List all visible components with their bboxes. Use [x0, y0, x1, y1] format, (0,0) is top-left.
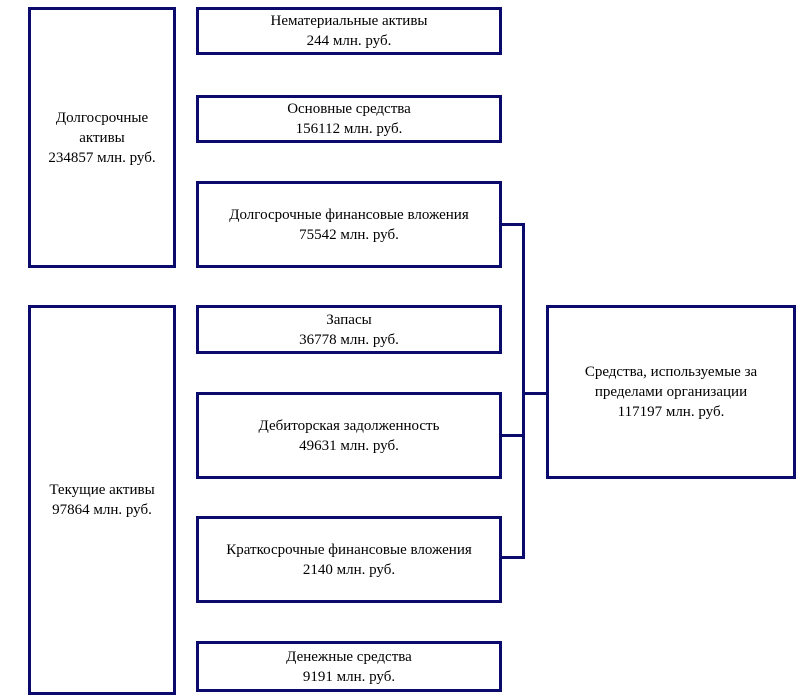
external-funds-box: Средства, используемые за пределами орга… [546, 305, 796, 479]
intangible-assets-value: 244 млн. руб. [306, 33, 392, 49]
inventory-value: 36778 млн. руб. [299, 331, 399, 348]
intangible-assets-box: Нематериальные активы 244 млн. руб. [196, 7, 502, 55]
receivables-box: Дебиторская задолженность 49631 млн. руб… [196, 392, 502, 479]
connector-vertical [522, 223, 525, 559]
current-assets-title: Текущие активы [49, 482, 155, 498]
inventory-box: Запасы 36778 млн. руб. [196, 305, 502, 354]
external-funds-title-line1: Средства, используемые за [584, 364, 758, 380]
inventory-title: Запасы [326, 311, 372, 328]
long-term-assets-box: Долгосрочные активы 234857 млн. руб. [28, 7, 176, 268]
current-assets-box: Текущие активы 97864 млн. руб. [28, 305, 176, 695]
connector-receivables [500, 434, 525, 437]
external-funds-value: 117197 млн. руб. [617, 404, 725, 420]
long-term-assets-title-line2: активы [79, 129, 125, 146]
receivables-value: 49631 млн. руб. [299, 437, 399, 454]
long-term-assets-value: 234857 млн. руб. [48, 149, 156, 166]
current-assets-value: 97864 млн. руб. [52, 502, 152, 518]
receivables-title: Дебиторская задолженность [258, 417, 440, 434]
connector-to-external [522, 392, 548, 395]
short-term-investments-title: Краткосрочные финансовые вложения [226, 541, 472, 558]
connector-st-investments [500, 556, 525, 559]
intangible-assets-title: Нематериальные активы [270, 13, 428, 29]
cash-value: 9191 млн. руб. [302, 668, 396, 685]
fixed-assets-title: Основные средства [287, 101, 411, 117]
long-term-investments-value: 75542 млн. руб. [299, 226, 399, 243]
connector-lt-investments [500, 223, 525, 226]
short-term-investments-value: 2140 млн. руб. [302, 561, 396, 578]
fixed-assets-box: Основные средства 156112 млн. руб. [196, 95, 502, 143]
long-term-investments-title: Долгосрочные финансовые вложения [229, 206, 469, 223]
fixed-assets-value: 156112 млн. руб. [295, 121, 403, 137]
long-term-investments-box: Долгосрочные финансовые вложения 75542 м… [196, 181, 502, 268]
short-term-investments-box: Краткосрочные финансовые вложения 2140 м… [196, 516, 502, 603]
cash-box: Денежные средства 9191 млн. руб. [196, 641, 502, 692]
long-term-assets-title-line1: Долгосрочные [55, 109, 149, 126]
cash-title: Денежные средства [286, 648, 412, 665]
external-funds-title-line2: пределами организации [594, 384, 748, 400]
